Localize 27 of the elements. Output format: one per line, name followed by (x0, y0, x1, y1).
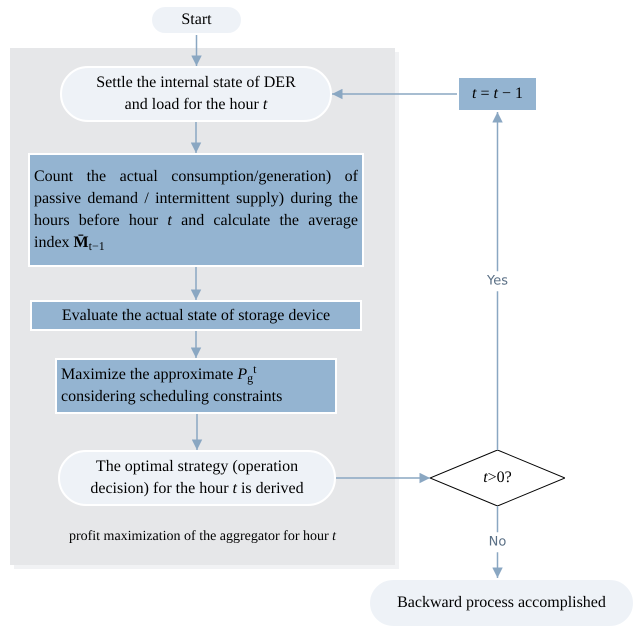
arrow (190, 122, 202, 153)
node-text: t>0? (482, 468, 513, 488)
process-box (457, 76, 538, 112)
process-box (28, 153, 364, 267)
arrow (332, 88, 457, 100)
terminal-pill (368, 578, 635, 628)
edge-label: Yes (485, 271, 510, 291)
arrow (336, 472, 430, 484)
group-panel (10, 48, 395, 565)
process-box (30, 300, 362, 331)
arrow (191, 35, 202, 66)
node-text: Settle the internal state of DER and load for the hour t (95, 73, 297, 115)
arrow (190, 267, 202, 300)
arrow (492, 112, 503, 450)
decision-diamond (430, 450, 565, 506)
node-text: Evaluate the actual state of storage device (60, 306, 332, 326)
arrow (492, 506, 503, 578)
node-text: t = t − 1 (471, 84, 524, 104)
node-text: Count the actual consumption/generation) of passive demand / intermittent supply) during the hours before hour t and calculate the average index M̄$_{t−1}$ (34, 167, 358, 254)
edge-label: No (486, 532, 508, 552)
arrow (192, 414, 202, 450)
arrow (190, 331, 202, 358)
node-text: The optimal strategy (operation decision) for the hour t is derived (89, 457, 305, 499)
process-box (55, 358, 337, 414)
group-caption: profit maximization of the aggregator for hour t (68, 528, 338, 546)
node-text: Start (180, 10, 213, 30)
node-text: Backward process accomplished (396, 593, 607, 613)
